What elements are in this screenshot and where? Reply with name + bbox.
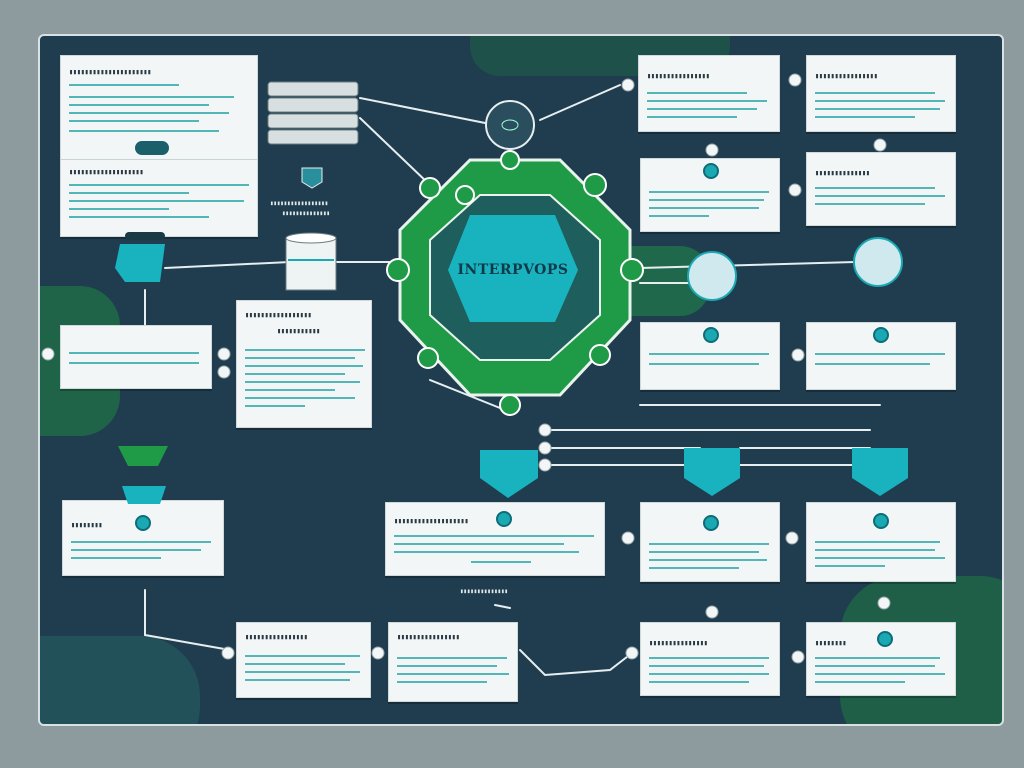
floating-label: ▮▮▮▮▮▮▮▮▮▮▮▮▮▮▮▮▮: [270, 200, 329, 207]
node-circle-icon: [703, 515, 719, 531]
card-heading: ▮▮▮▮▮▮▮▮▮▮▮▮▮▮▮▮: [397, 633, 460, 641]
database-stack-icon: [267, 81, 359, 145]
card-heading: ▮▮▮▮▮▮▮▮▮▮▮▮▮▮▮▮: [647, 72, 710, 80]
info-card: ▮▮▮▮▮▮▮▮: [806, 622, 956, 696]
node-circle-icon: [419, 177, 441, 199]
info-card: ▮▮▮▮▮▮▮▮▮▮▮▮▮▮▮: [640, 622, 780, 696]
card-heading: ▮▮▮▮▮▮▮▮▮▮▮: [277, 327, 321, 335]
info-card: [60, 325, 212, 389]
teal-shield-nodes: [480, 448, 908, 498]
info-card: ▮▮▮▮▮▮▮▮▮▮▮▮▮▮▮▮: [388, 622, 518, 702]
info-card: ▮▮▮▮▮▮▮▮▮▮▮▮▮▮▮▮: [806, 55, 956, 132]
node-circle-icon: [873, 327, 889, 343]
node-circle-icon: [703, 163, 719, 179]
info-card: ▮▮▮▮▮▮▮▮▮▮▮▮▮▮▮▮: [236, 622, 371, 698]
badge: [135, 141, 169, 155]
node-circle-icon: [135, 515, 151, 531]
node-circle-icon: [455, 185, 475, 205]
node-circle-icon: [499, 394, 521, 416]
info-card: ▮▮▮▮▮▮▮▮▮▮▮▮▮▮▮▮▮▮▮▮▮ ▮▮▮▮▮▮▮▮▮▮▮▮▮▮▮▮▮▮…: [60, 55, 258, 237]
right-node-icons: [687, 237, 903, 301]
card-heading: ▮▮▮▮▮▮▮▮▮▮▮▮▮▮▮▮▮: [245, 311, 312, 319]
ring-nodes: [386, 150, 644, 416]
info-card: ▮▮▮▮▮▮▮▮▮▮▮▮▮▮▮▮▮ ▮▮▮▮▮▮▮▮▮▮▮: [236, 300, 372, 428]
node-circle-icon: [417, 347, 439, 369]
node-circle-icon: [500, 150, 520, 170]
info-card: [806, 322, 956, 390]
info-card: [640, 322, 780, 390]
card-heading: ▮▮▮▮▮▮▮▮▮▮▮▮▮▮▮▮▮▮▮: [394, 517, 469, 525]
connector-dot-icon: [41, 73, 891, 664]
card-heading: ▮▮▮▮▮▮▮▮: [71, 521, 103, 529]
floating-label: ▮▮▮▮▮▮▮▮▮▮▮▮▮▮: [282, 210, 330, 217]
node-circle-icon: [496, 511, 512, 527]
node-circle-icon: [703, 327, 719, 343]
floating-label: ▮▮▮▮▮▮▮▮▮▮▮▮▮▮: [460, 588, 508, 595]
teal-wash: [40, 636, 200, 724]
node-circle-icon: [583, 173, 607, 197]
card-heading: ▮▮▮▮▮▮▮▮▮▮▮▮▮▮▮▮: [815, 72, 878, 80]
top-node-icon: [485, 100, 535, 150]
hub-label: INTERPVOPS: [457, 262, 569, 278]
node-circle-icon: [877, 631, 893, 647]
info-card: ▮▮▮▮▮▮▮▮▮▮▮▮▮▮▮▮: [638, 55, 780, 132]
shield-icon: [301, 167, 323, 189]
card-heading: ▮▮▮▮▮▮▮▮▮▮▮▮▮▮▮▮▮▮▮▮▮: [69, 68, 152, 76]
info-card: ▮▮▮▮▮▮▮▮▮▮▮▮▮▮: [806, 152, 956, 226]
info-card: [640, 158, 780, 232]
info-card: [806, 502, 956, 582]
info-card: ▮▮▮▮▮▮▮▮▮▮▮▮▮▮▮▮▮▮▮: [385, 502, 605, 576]
node-circle-icon: [620, 258, 644, 282]
funnel-icon: [115, 232, 168, 504]
card-heading: ▮▮▮▮▮▮▮▮▮▮▮▮▮▮▮▮▮▮▮: [69, 168, 144, 176]
database-cylinder-icon: [285, 232, 337, 291]
card-heading: ▮▮▮▮▮▮▮▮▮▮▮▮▮▮▮▮: [245, 633, 308, 641]
card-heading: ▮▮▮▮▮▮▮▮: [815, 639, 847, 647]
node-circle-icon: [386, 258, 410, 282]
card-heading: ▮▮▮▮▮▮▮▮▮▮▮▮▮▮: [815, 169, 870, 177]
card-heading: ▮▮▮▮▮▮▮▮▮▮▮▮▮▮▮: [649, 639, 708, 647]
hexagon-hub-icon: [448, 215, 578, 322]
info-card: [640, 502, 780, 582]
node-circle-icon: [873, 513, 889, 529]
node-circle-icon: [589, 344, 611, 366]
